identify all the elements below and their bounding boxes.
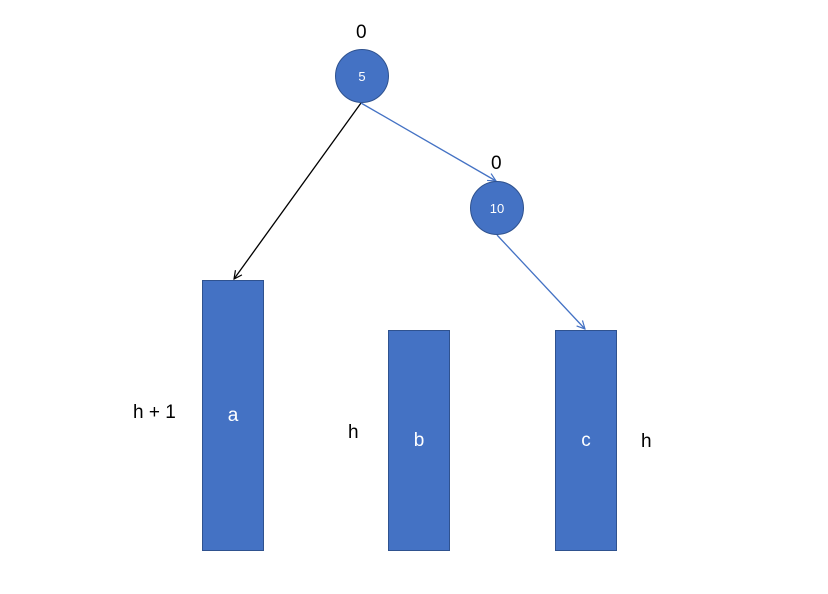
subtree-c: c (555, 330, 617, 551)
subtree-c-height-label: h (641, 431, 652, 452)
subtree-b-height-label: h (348, 422, 359, 443)
right-node: 10 (470, 181, 524, 235)
root-balance-label: 0 (356, 22, 367, 43)
edge-root-to-a (234, 102, 362, 279)
right-node-balance-label: 0 (491, 153, 502, 174)
subtree-a: a (202, 280, 264, 551)
edge-right-to-c (496, 234, 585, 329)
subtree-a-height-label: h + 1 (133, 402, 176, 423)
edge-root-to-right (360, 102, 496, 181)
subtree-b-label: b (413, 429, 425, 451)
root-node-key: 5 (358, 68, 366, 84)
subtree-b: b (388, 330, 450, 551)
root-node: 5 (335, 49, 389, 103)
subtree-a-label: a (227, 404, 239, 426)
subtree-c-label: c (581, 429, 591, 451)
right-node-key: 10 (489, 200, 505, 216)
